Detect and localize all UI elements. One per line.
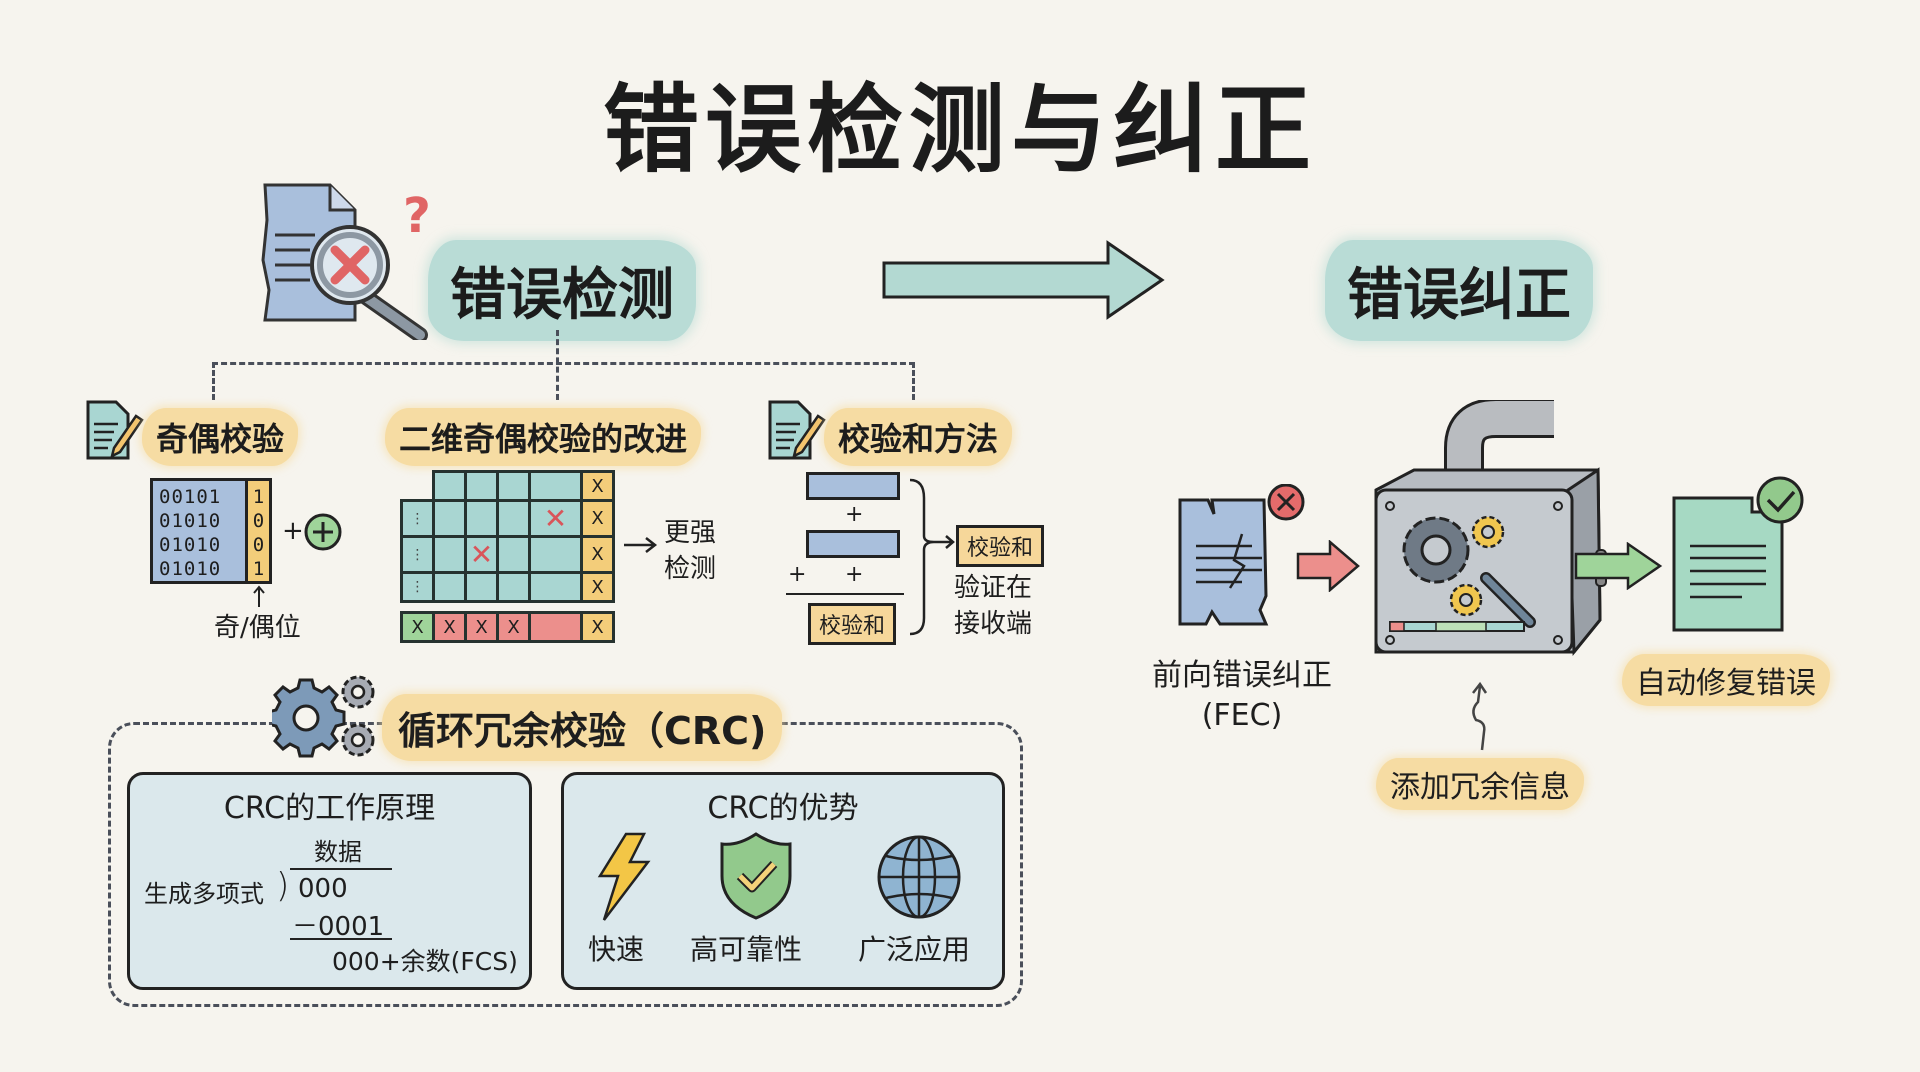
parity-bit-column: 1 0 0 1 [245, 481, 269, 581]
arrow-right-red-icon [1296, 540, 1360, 592]
data-label: 数据 [314, 838, 362, 866]
parity-data-bits: 00101 01010 01010 01010 [159, 486, 222, 580]
parity-table: 00101 01010 01010 01010 1 0 0 1 [150, 478, 272, 584]
data-block [806, 472, 900, 500]
lightning-icon [597, 832, 651, 921]
checksum-result-box: 校验和 [808, 603, 897, 645]
crc-principle-title: CRC的工作原理 [223, 791, 436, 826]
parity-check-heading: 奇偶校验 [142, 408, 299, 466]
connector-line [212, 362, 215, 400]
subtract-value: －0001 [292, 912, 385, 942]
arrow-right-icon [882, 240, 1165, 320]
advantage-reliability-label: 高可靠性 [690, 933, 803, 966]
svg-text:?: ? [403, 188, 431, 244]
plus-circle-icon [304, 513, 342, 551]
plus-sign: + [282, 516, 304, 546]
page-title: 错误检测与纠正 [603, 74, 1317, 186]
document-pencil-icon [768, 400, 826, 460]
data-block [806, 530, 900, 558]
connector-line [212, 362, 915, 365]
corrected-document-icon [1672, 476, 1804, 632]
checksum-heading: 校验和方法 [824, 408, 1013, 466]
sum-line [786, 593, 904, 595]
brace-arrow-icon [909, 478, 955, 636]
connector-line [556, 330, 559, 400]
auto-repair-label: 自动修复错误 [1622, 654, 1830, 706]
division-bracket: ) [276, 866, 290, 906]
checksum-tag: 校验和 [956, 525, 1045, 567]
error-correction-heading: 错误纠正 [1325, 240, 1593, 341]
advantage-fast-label: 快速 [588, 933, 645, 966]
gears-icon [272, 675, 375, 758]
crc-heading: 循环冗余校验（CRC) [382, 694, 783, 761]
globe-icon [877, 835, 961, 919]
verify-at-receiver-label: 验证在 接收端 [954, 573, 1033, 639]
crc-principle-panel: CRC的工作原理 [127, 772, 532, 990]
error-x-icon: ✕ [543, 502, 568, 535]
result-line [290, 938, 392, 940]
remainder-value: 000+余数(FCS) [332, 947, 518, 976]
arrow-right-small-icon [624, 537, 658, 553]
generator-polynomial-label: 生成多项式 [144, 880, 264, 908]
arrow-right-green-icon [1574, 542, 1663, 590]
connector-line [912, 362, 915, 400]
add-redundancy-label: 添加冗余信息 [1376, 758, 1584, 810]
shield-check-icon [720, 832, 792, 920]
division-bar [290, 868, 392, 870]
document-pencil-icon [86, 400, 144, 460]
parity-bit-label: 奇/偶位 [214, 613, 301, 643]
fec-label: 前向错误纠正 (FEC) [1152, 658, 1332, 733]
squiggle-arrow-icon [1472, 681, 1488, 751]
stronger-detection-label: 更强 检测 [664, 518, 717, 584]
advantage-widely-used-label: 广泛应用 [858, 933, 971, 966]
correction-machine-icon [1374, 400, 1607, 657]
magnifier-document-error-icon: ? [261, 183, 431, 340]
dividend-value: 000 [298, 874, 348, 904]
parity-2d-heading: 二维奇偶校验的改进 [385, 408, 702, 466]
broken-document-error-icon [1178, 484, 1305, 626]
error-x-icon: ✕ [469, 538, 494, 571]
arrow-up-icon [253, 585, 265, 607]
crc-advantages-title: CRC的优势 [707, 791, 859, 826]
error-detection-heading: 错误检测 [428, 240, 696, 341]
